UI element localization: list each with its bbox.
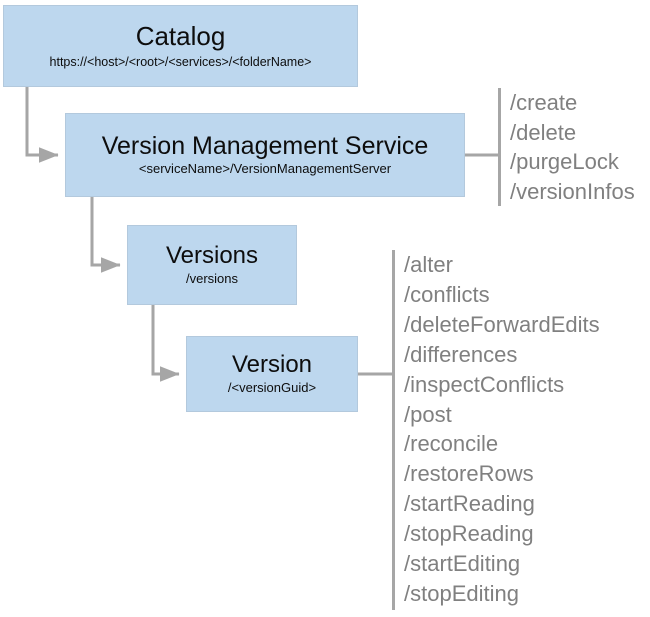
- operation-item[interactable]: /inspectConflicts: [404, 371, 565, 397]
- connector-catalog-to-vms: [25, 87, 59, 163]
- operation-item[interactable]: /conflicts: [404, 281, 490, 307]
- connector-versions-to-version: [151, 305, 180, 382]
- operation-item[interactable]: /restoreRows: [404, 461, 534, 487]
- operation-item[interactable]: /delete: [510, 119, 577, 145]
- node-versions[interactable]: Versions /versions: [127, 225, 297, 305]
- operation-item[interactable]: /startReading: [404, 491, 535, 517]
- operation-item[interactable]: /post: [404, 401, 452, 427]
- operation-item[interactable]: /deleteForwardEdits: [404, 311, 600, 337]
- operation-item[interactable]: /differences: [404, 341, 518, 367]
- node-versions-subtitle: /versions: [185, 270, 239, 286]
- operation-list-version-management-service: /create/delete/purgeLock/versionInfos: [498, 88, 635, 206]
- node-versions-title: Versions: [165, 242, 259, 270]
- operation-item[interactable]: /stopReading: [404, 521, 534, 547]
- operation-item[interactable]: /purgeLock: [510, 149, 619, 174]
- operation-item[interactable]: /alter: [404, 252, 453, 277]
- node-version-title: Version: [231, 351, 313, 379]
- node-catalog-title: Catalog: [135, 20, 226, 51]
- node-version-management-service-title: Version Management Service: [101, 131, 429, 160]
- operation-item[interactable]: /startEditing: [404, 551, 521, 577]
- node-catalog[interactable]: Catalog https://<host>/<root>/<services>…: [3, 5, 358, 87]
- operation-item[interactable]: /reconcile: [404, 431, 499, 457]
- node-version[interactable]: Version /<versionGuid>: [186, 336, 358, 412]
- connector-vms-to-versions: [90, 197, 121, 273]
- node-catalog-subtitle: https://<host>/<root>/<services>/<folder…: [49, 54, 312, 69]
- node-version-management-service-subtitle: <serviceName>/VersionManagementServer: [138, 161, 392, 177]
- node-version-management-service[interactable]: Version Management Service <serviceName>…: [65, 113, 465, 197]
- operation-item[interactable]: /stopEditing: [404, 580, 519, 606]
- operation-item[interactable]: /create: [510, 90, 578, 115]
- operation-list-version: /alter/conflicts/deleteForwardEdits/diff…: [392, 250, 600, 610]
- node-version-subtitle: /<versionGuid>: [227, 379, 317, 395]
- operation-item[interactable]: /versionInfos: [510, 178, 635, 204]
